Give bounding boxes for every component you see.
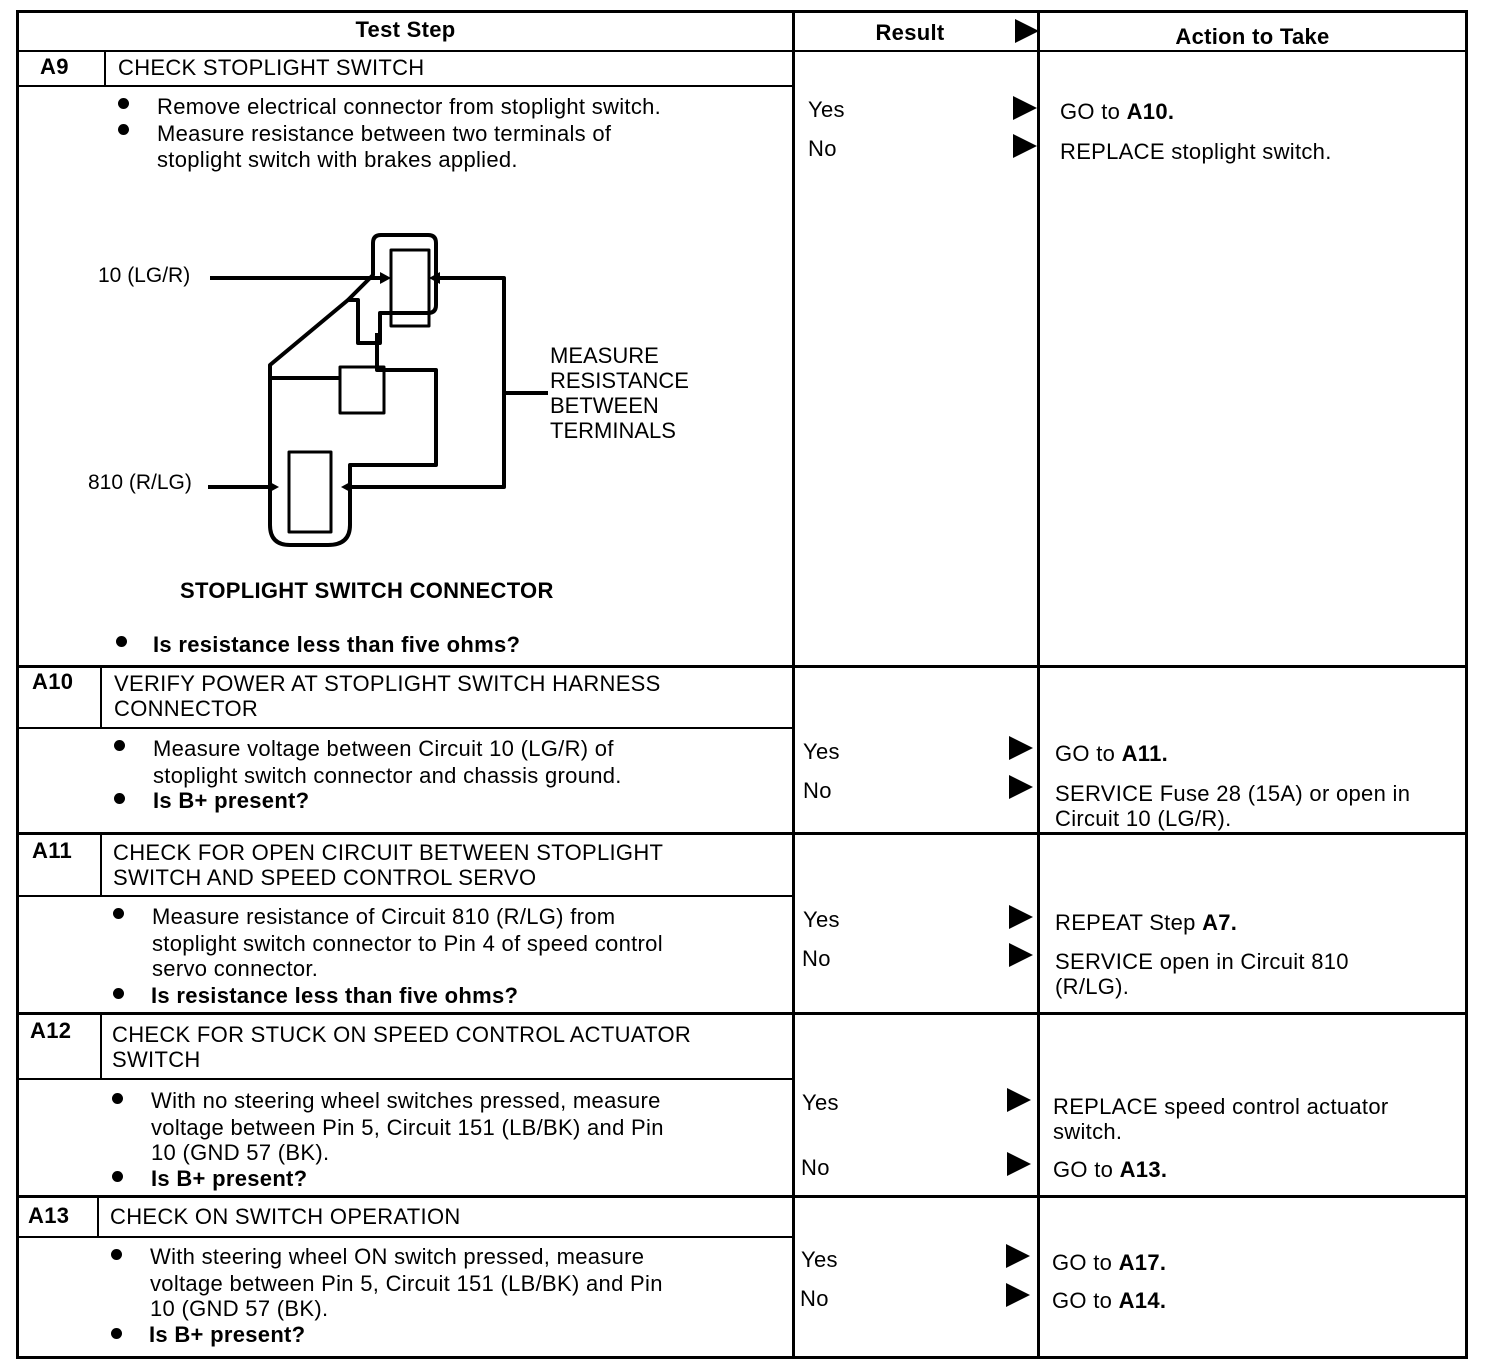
bullet-icon: [118, 98, 129, 109]
result-yes: Yes: [803, 739, 840, 764]
measure-label-line: RESISTANCE: [550, 368, 689, 393]
bullet-icon: [113, 908, 124, 919]
arrow-right-icon: [1009, 775, 1033, 799]
step-title: SWITCH: [112, 1047, 201, 1072]
terminal-marker-icon: [341, 481, 352, 493]
bullet-icon: [114, 740, 125, 751]
arrow-right-icon: [1007, 1152, 1031, 1176]
arrow-right-icon: [1015, 19, 1039, 43]
result-no: No: [803, 778, 832, 803]
terminal-marker-icon: [268, 481, 279, 493]
bullet-icon: [111, 1249, 122, 1260]
step-title: CHECK ON SWITCH OPERATION: [110, 1204, 461, 1229]
action-text: (R/LG).: [1055, 974, 1130, 999]
arrow-right-icon: [1006, 1244, 1030, 1268]
step-question: Is B+ present?: [153, 788, 310, 813]
stoplight-connector-diagram: 10 (LG/R) 810 (R/LG) MEASURE RESISTANCE …: [88, 233, 689, 547]
arrow-right-icon: [1007, 1088, 1031, 1112]
step-title: CHECK STOPLIGHT SWITCH: [118, 55, 425, 80]
step-text: 10 (GND 57 (BK).: [151, 1140, 330, 1165]
result-no: No: [808, 136, 837, 161]
step-question: Is resistance less than five ohms?: [153, 632, 521, 657]
step-text: Measure voltage between Circuit 10 (LG/R…: [153, 736, 614, 761]
action-text: SERVICE open in Circuit 810: [1055, 949, 1349, 974]
action-text: GO to A17.: [1052, 1250, 1167, 1275]
step-text: 10 (GND 57 (BK).: [150, 1296, 329, 1321]
header-result: Result: [875, 20, 945, 45]
action-text: REPLACE speed control actuator: [1053, 1094, 1389, 1119]
step-text: With no steering wheel switches pressed,…: [151, 1088, 661, 1113]
arrow-right-icon: [1009, 736, 1033, 760]
action-text: GO to A14.: [1052, 1288, 1167, 1313]
bullet-icon: [118, 124, 129, 135]
step-id: A12: [30, 1018, 72, 1043]
wire-label-810: 810 (R/LG): [88, 471, 192, 494]
action-text: REPLACE stoplight switch.: [1060, 139, 1332, 164]
header-test-step: Test Step: [355, 17, 456, 42]
terminal-marker-icon: [429, 272, 440, 284]
action-text: switch.: [1053, 1119, 1123, 1144]
arrow-right-icon: [1006, 1283, 1030, 1307]
step-text: stoplight switch connector to Pin 4 of s…: [152, 931, 663, 956]
result-no: No: [800, 1286, 829, 1311]
step-question: Is B+ present?: [149, 1322, 306, 1347]
action-text: GO to A10.: [1060, 99, 1175, 124]
action-text: Circuit 10 (LG/R).: [1055, 806, 1232, 831]
bullet-icon: [112, 1171, 123, 1182]
step-id: A11: [32, 838, 73, 863]
step-title: VERIFY POWER AT STOPLIGHT SWITCH HARNESS: [114, 671, 661, 696]
step-title: CONNECTOR: [114, 696, 259, 721]
bullet-icon: [111, 1328, 122, 1339]
header-action: Action to Take: [1175, 24, 1330, 49]
step-text: servo connector.: [152, 956, 319, 981]
step-id: A10: [32, 669, 74, 694]
step-text: stoplight switch with brakes applied.: [157, 147, 518, 172]
bullet-icon: [116, 636, 127, 647]
step-text: voltage between Pin 5, Circuit 151 (LB/B…: [151, 1115, 664, 1140]
step-text: Remove electrical connector from stoplig…: [157, 94, 662, 119]
result-no: No: [802, 946, 831, 971]
measure-label-line: MEASURE: [550, 343, 659, 368]
arrow-right-icon: [1009, 943, 1033, 967]
bullet-icon: [112, 1093, 123, 1104]
diagram-caption: STOPLIGHT SWITCH CONNECTOR: [180, 578, 554, 603]
step-title: SWITCH AND SPEED CONTROL SERVO: [113, 865, 537, 890]
step-question: Is resistance less than five ohms?: [151, 983, 519, 1008]
step-text: With steering wheel ON switch pressed, m…: [150, 1244, 645, 1269]
step-id: A9: [40, 54, 69, 79]
bullet-icon: [113, 988, 124, 999]
step-id: A13: [28, 1203, 70, 1228]
arrow-right-icon: [1013, 96, 1037, 120]
step-question: Is B+ present?: [151, 1166, 308, 1191]
step-text: Measure resistance between two terminals…: [157, 121, 612, 146]
result-yes: Yes: [801, 1247, 838, 1272]
wire-label-10: 10 (LG/R): [98, 264, 190, 287]
result-yes: Yes: [802, 1090, 839, 1115]
result-yes: Yes: [808, 97, 845, 122]
bullet-icon: [114, 793, 125, 804]
action-text: GO to A11.: [1055, 741, 1169, 766]
step-text: stoplight switch connector and chassis g…: [153, 763, 622, 788]
step-text: voltage between Pin 5, Circuit 151 (LB/B…: [150, 1271, 663, 1296]
action-text: SERVICE Fuse 28 (15A) or open in: [1055, 781, 1411, 806]
action-text: REPEAT Step A7.: [1055, 910, 1238, 935]
terminal-marker-icon: [380, 272, 391, 284]
step-title: CHECK FOR OPEN CIRCUIT BETWEEN STOPLIGHT: [113, 840, 664, 865]
result-no: No: [801, 1155, 830, 1180]
measure-label-line: BETWEEN: [550, 393, 659, 418]
measure-label-line: TERMINALS: [550, 418, 676, 443]
action-text: GO to A13.: [1053, 1157, 1168, 1182]
arrow-right-icon: [1009, 905, 1033, 929]
step-text: Measure resistance of Circuit 810 (R/LG)…: [152, 904, 616, 929]
step-title: CHECK FOR STUCK ON SPEED CONTROL ACTUATO…: [112, 1022, 692, 1047]
result-yes: Yes: [803, 907, 840, 932]
arrow-right-icon: [1013, 134, 1037, 158]
